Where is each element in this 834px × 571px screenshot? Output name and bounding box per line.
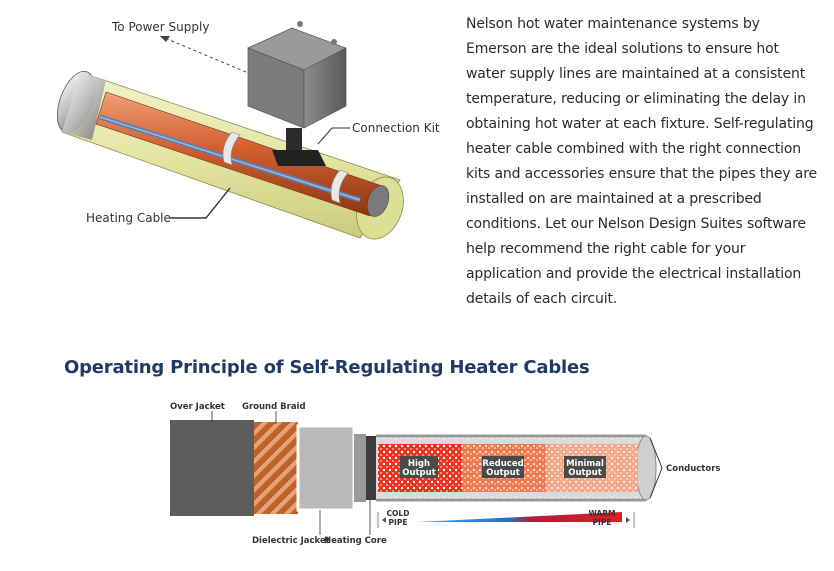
label-ground-braid: Ground Braid	[242, 402, 306, 412]
svg-text:Output: Output	[568, 468, 602, 478]
section-title: Operating Principle of Self-Regulating H…	[64, 357, 590, 378]
label-over-jacket: Over Jacket	[170, 402, 225, 412]
svg-text:High: High	[408, 459, 430, 469]
label-heating-cable: Heating Cable	[86, 211, 171, 225]
label-heating-core: Heating Core	[324, 536, 387, 546]
conductors-bracket	[649, 437, 663, 499]
label-warm-pipe-2: PIPE	[593, 518, 612, 527]
over-jacket-layer	[170, 420, 254, 516]
svg-text:Output: Output	[486, 468, 520, 478]
cable-cross-section: High Output Reduced Output Minimal Outpu…	[170, 402, 720, 546]
zone-label-reduced: Reduced Output	[482, 456, 524, 478]
cold-warm-gradient	[418, 512, 622, 522]
label-conductors: Conductors	[666, 464, 720, 474]
pipe-heating-illustration: To Power Supply Connection Kit Heating C…	[57, 20, 440, 240]
label-to-power-supply: To Power Supply	[111, 20, 209, 34]
leader-lines	[159, 35, 350, 219]
label-dielectric-jacket: Dielectric Jacket	[252, 536, 330, 546]
label-warm-pipe-1: WARM	[589, 509, 616, 518]
heating-core-layer	[366, 436, 376, 500]
description-paragraph: Nelson hot water maintenance systems by …	[466, 16, 817, 307]
ground-braid-layer	[254, 422, 298, 514]
svg-text:Reduced: Reduced	[482, 459, 523, 469]
zone-label-high: High Output	[400, 456, 438, 478]
label-cold-pipe-1: COLD	[387, 509, 410, 518]
pipe-clamps	[222, 131, 349, 204]
connection-kit-box	[247, 21, 347, 166]
label-connection-kit: Connection Kit	[352, 121, 440, 135]
svg-text:Output: Output	[402, 468, 436, 478]
dielectric-jacket-layer	[296, 424, 356, 512]
svg-text:Minimal: Minimal	[566, 459, 604, 469]
pipe-end-cap	[57, 71, 106, 140]
label-cold-pipe-2: PIPE	[389, 518, 408, 527]
zone-label-minimal: Minimal Output	[564, 456, 606, 478]
